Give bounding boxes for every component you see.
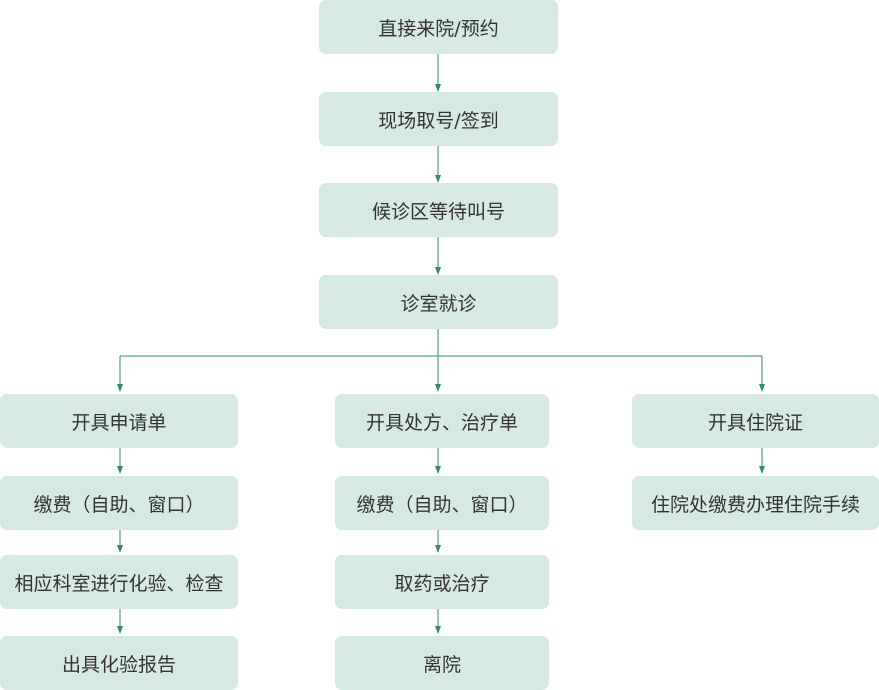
step-payment-middle: 缴费（自助、窗口）	[335, 476, 549, 530]
step-prescription: 开具处方、治疗单	[335, 394, 549, 448]
step-admission-certificate: 开具住院证	[632, 394, 879, 448]
step-medicine-or-treatment: 取药或治疗	[335, 555, 549, 609]
step-label: 离院	[422, 653, 461, 676]
step-leave-hospital: 离院	[335, 636, 549, 690]
step-admission-procedures: 住院处缴费办理住院手续	[632, 476, 879, 530]
step-label: 开具处方、治疗单	[365, 411, 518, 434]
step-label: 缴费（自助、窗口）	[356, 493, 528, 516]
step-lab-report: 出具化验报告	[0, 636, 238, 690]
step-label: 缴费（自助、窗口）	[33, 493, 205, 516]
step-label: 诊室就诊	[400, 292, 477, 315]
step-label: 开具住院证	[707, 411, 803, 434]
step-request-form: 开具申请单	[0, 394, 238, 448]
step-label: 相应科室进行化验、检查	[14, 572, 224, 595]
step-label: 候诊区等待叫号	[371, 200, 505, 223]
step-take-number: 现场取号/签到	[319, 92, 558, 146]
step-payment-left: 缴费（自助、窗口）	[0, 476, 238, 530]
step-label: 开具申请单	[71, 411, 167, 434]
step-label: 现场取号/签到	[378, 109, 499, 132]
step-label: 出具化验报告	[61, 653, 176, 676]
step-wait-call: 候诊区等待叫号	[319, 183, 558, 237]
step-label: 取药或治疗	[394, 572, 490, 595]
step-lab-tests: 相应科室进行化验、检查	[0, 555, 238, 609]
step-label: 住院处缴费办理住院手续	[650, 493, 860, 516]
step-arrive-or-appointment: 直接来院/预约	[319, 0, 558, 54]
step-label: 直接来院/预约	[378, 17, 499, 40]
step-consultation: 诊室就诊	[319, 275, 558, 329]
